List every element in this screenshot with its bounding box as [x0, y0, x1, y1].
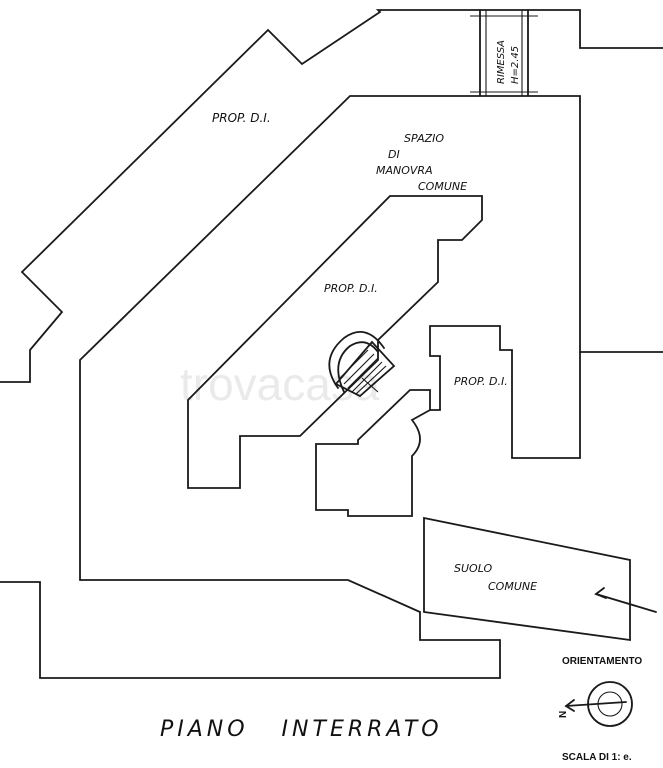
- center-block: [187, 195, 483, 489]
- room-label-manovra: MANOVRA: [376, 164, 433, 177]
- north-symbol: N: [558, 711, 569, 718]
- room-label-spazio: SPAZIO: [404, 132, 444, 145]
- corridor-outer-wall: [79, 95, 663, 581]
- entrance-arrow: [594, 587, 657, 613]
- room-label-rimessa-height: H=2.45: [510, 46, 521, 84]
- spiral-stair: [328, 331, 396, 398]
- corridor-bottom-wall: [79, 579, 501, 641]
- room-label-prop-top: PROP. D.I.: [212, 111, 271, 125]
- room-label-rimessa: RIMESSA: [496, 40, 507, 84]
- scala-label: SCALA DI 1: e.: [562, 752, 632, 763]
- room-label-suolo-comune: COMUNE: [488, 580, 537, 593]
- suolo-comune-area: [423, 516, 631, 642]
- room-label-spazio-di: DI: [388, 148, 400, 161]
- right-block: [315, 389, 431, 517]
- room-label-prop-right: PROP. D.I.: [454, 375, 508, 388]
- room-label-prop-center: PROP. D.I.: [324, 282, 378, 295]
- plan-title: PIANO INTERRATO: [160, 717, 443, 742]
- orientamento-label: ORIENTAMENTO: [562, 656, 642, 667]
- room-label-comune: COMUNE: [418, 180, 467, 193]
- room-label-suolo: SUOLO: [454, 562, 492, 575]
- outer-outline-bottom: [0, 581, 501, 679]
- outer-outline: [21, 9, 663, 273]
- outer-outline-left: [0, 271, 64, 383]
- corridor-right-wall: [429, 325, 581, 459]
- rimessa-bay: [470, 9, 538, 97]
- watermark: trovacasa: [180, 358, 380, 410]
- compass-icon: [564, 681, 633, 727]
